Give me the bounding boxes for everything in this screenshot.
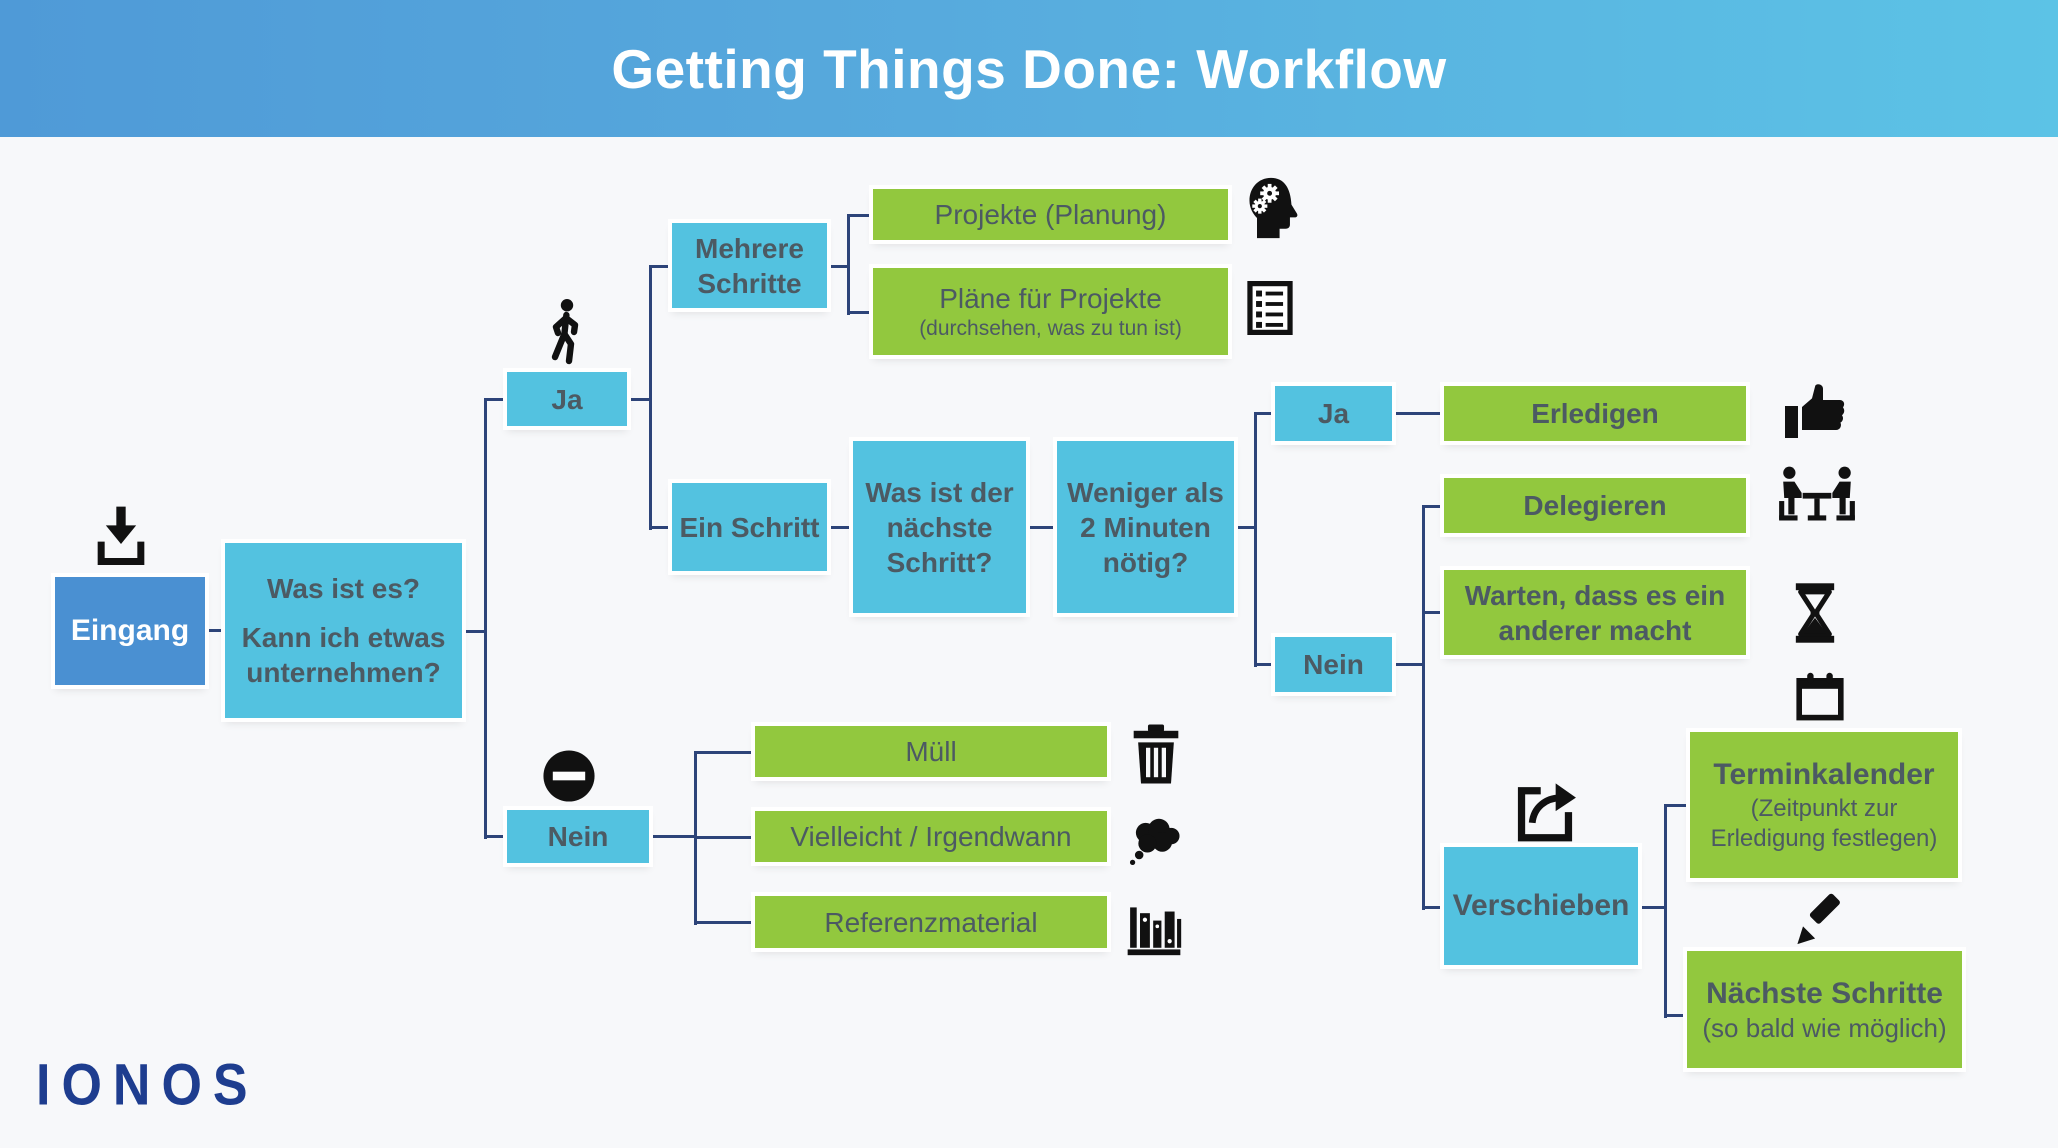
node-vielleicht: Vielleicht / Irgendwann bbox=[755, 811, 1107, 862]
connector-line bbox=[649, 835, 697, 838]
connector-line bbox=[1422, 906, 1444, 909]
connector-line bbox=[484, 398, 507, 401]
node-label: Vielleicht / Irgendwann bbox=[790, 821, 1072, 852]
connector-line bbox=[847, 214, 850, 315]
node-label: Projekte (Planung) bbox=[934, 199, 1167, 230]
connector-line bbox=[649, 265, 672, 268]
connector-line bbox=[1664, 1014, 1687, 1017]
node-label: Nein bbox=[547, 821, 609, 852]
trash-icon bbox=[1131, 724, 1181, 784]
node-label: Delegieren bbox=[1523, 490, 1667, 521]
node-ja-links: Ja bbox=[507, 372, 627, 426]
connector-line bbox=[1254, 412, 1257, 667]
connector-line bbox=[1638, 906, 1667, 909]
node-muell: Müll bbox=[755, 726, 1107, 777]
books-icon bbox=[1126, 898, 1182, 958]
header-banner: Getting Things Done: Workflow bbox=[0, 0, 2058, 137]
node-verschieben: Verschieben bbox=[1444, 847, 1638, 965]
node-nein-rechts: Nein bbox=[1275, 637, 1392, 692]
connector-line bbox=[1234, 526, 1257, 529]
node-label: Pläne für Projekte bbox=[939, 282, 1162, 314]
node-label: Nein bbox=[1303, 649, 1364, 680]
connector-line bbox=[827, 265, 850, 268]
connector-line bbox=[1026, 526, 1057, 529]
node-sublabel: (durchsehen, was zu tun ist) bbox=[919, 316, 1182, 340]
connector-line bbox=[649, 265, 652, 530]
node-projekte: Projekte (Planung) bbox=[873, 189, 1228, 240]
node-naechste-schritte: Nächste Schritte (so bald wie möglich) bbox=[1687, 951, 1962, 1068]
brain-gears-icon bbox=[1242, 176, 1304, 240]
node-label: Müll bbox=[905, 736, 957, 767]
connector-line bbox=[1392, 663, 1425, 666]
node-eingang: Eingang bbox=[55, 577, 205, 685]
connector-line bbox=[694, 921, 755, 924]
connector-line bbox=[1422, 505, 1425, 910]
node-ein-schritt: Ein Schritt bbox=[672, 483, 827, 571]
connector-line bbox=[1664, 804, 1667, 1018]
walking-person-icon bbox=[540, 296, 588, 368]
connector-line bbox=[694, 836, 755, 839]
thumbs-up-icon bbox=[1783, 381, 1847, 443]
node-label: Mehrere Schritte bbox=[695, 232, 804, 299]
node-erledigen: Erledigen bbox=[1444, 386, 1746, 441]
node-delegieren: Delegieren bbox=[1444, 478, 1746, 533]
connector-line bbox=[484, 835, 507, 838]
hourglass-icon bbox=[1792, 580, 1838, 646]
node-label: Ja bbox=[1317, 398, 1350, 429]
node-plaene: Pläne für Projekte (durchsehen, was zu t… bbox=[873, 268, 1228, 355]
stop-icon bbox=[542, 749, 596, 803]
node-label: Verschieben bbox=[1452, 889, 1630, 923]
connector-line bbox=[1254, 663, 1275, 666]
node-ja-rechts: Ja bbox=[1275, 386, 1392, 441]
inbox-icon bbox=[93, 506, 149, 568]
node-label: Was ist es? bbox=[266, 573, 420, 604]
node-label: Erledigen bbox=[1531, 398, 1659, 429]
node-label: Was ist der nächste Schritt? bbox=[865, 476, 1014, 578]
node-sublabel: (Zeitpunkt zur Erledigung festlegen) bbox=[1710, 794, 1938, 852]
connector-line bbox=[484, 398, 487, 839]
node-label: Ein Schritt bbox=[679, 511, 820, 543]
connector-line bbox=[694, 751, 755, 754]
connector-line bbox=[462, 630, 486, 633]
connector-line bbox=[1422, 611, 1444, 614]
checklist-icon bbox=[1247, 281, 1293, 335]
node-label: Nächste Schritte bbox=[1706, 976, 1943, 1010]
node-warten: Warten, dass es ein anderer macht bbox=[1444, 570, 1746, 655]
node-mehrere-schritte: Mehrere Schritte bbox=[672, 223, 827, 308]
page-title: Getting Things Done: Workflow bbox=[611, 37, 1447, 100]
connector-line bbox=[847, 311, 873, 314]
node-label: Referenzmaterial bbox=[824, 906, 1038, 938]
node-was-ist-es: Was ist es? Kann ich etwas unternehmen? bbox=[225, 543, 462, 718]
node-label: Terminkalender bbox=[1713, 758, 1935, 792]
connector-line bbox=[205, 629, 225, 632]
ionos-logo: IONOS bbox=[36, 1053, 259, 1119]
node-referenzmaterial: Referenzmaterial bbox=[755, 896, 1107, 948]
node-weniger-minuten: Weniger als 2 Minuten nötig? bbox=[1057, 441, 1234, 613]
node-nein-links: Nein bbox=[507, 810, 649, 863]
node-terminkalender: Terminkalender (Zeitpunkt zur Erledigung… bbox=[1690, 732, 1958, 878]
connector-line bbox=[1664, 804, 1690, 807]
connector-line bbox=[827, 526, 853, 529]
connector-line bbox=[627, 398, 651, 401]
node-naechster-schritt: Was ist der nächste Schritt? bbox=[853, 441, 1026, 613]
node-label: Warten, dass es ein anderer macht bbox=[1464, 579, 1726, 646]
connector-line bbox=[847, 214, 873, 217]
calendar-icon bbox=[1796, 668, 1844, 724]
connector-line bbox=[1392, 412, 1444, 415]
connector-line bbox=[1422, 505, 1444, 508]
node-sublabel: (so bald wie möglich) bbox=[1702, 1013, 1947, 1043]
meeting-icon bbox=[1774, 464, 1860, 534]
thought-cloud-icon bbox=[1126, 816, 1182, 866]
connector-line bbox=[649, 526, 672, 529]
node-label: Eingang bbox=[70, 614, 190, 648]
node-label: Ja bbox=[551, 383, 583, 415]
share-icon bbox=[1513, 778, 1577, 842]
node-label: Kann ich etwas unternehmen? bbox=[241, 622, 446, 688]
node-label: Weniger als 2 Minuten nötig? bbox=[1067, 476, 1224, 578]
pencil-icon bbox=[1788, 890, 1846, 946]
connector-line bbox=[1254, 412, 1275, 415]
